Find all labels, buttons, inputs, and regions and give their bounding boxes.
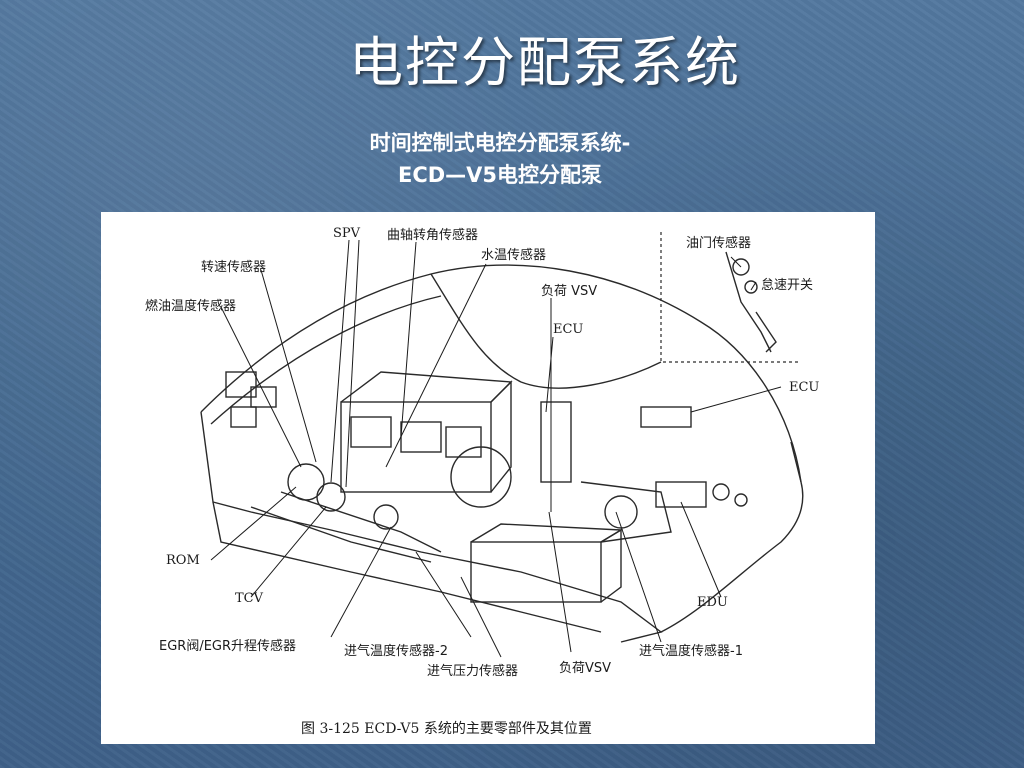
label-rom: ROM	[166, 553, 200, 568]
label-idle-switch: 怠速开关	[761, 278, 814, 293]
label-throttle-sensor: 油门传感器	[686, 236, 752, 251]
label-fuel-temp-sensor: 燃油温度传感器	[145, 299, 237, 314]
dashed-rule-lower	[713, 734, 873, 736]
label-ecu-right: ECU	[789, 380, 820, 395]
label-spv: SPV	[333, 226, 361, 241]
label-ecu-top: ECU	[553, 322, 584, 337]
engine-line-drawing	[200, 232, 804, 658]
label-intake-pressure-sensor: 进气压力传感器	[427, 664, 519, 679]
label-edu: EDU	[697, 595, 728, 610]
label-speed-sensor: 转速传感器	[201, 260, 267, 275]
label-load-vsv-bottom: 负荷VSV	[559, 661, 612, 676]
label-intake-temp-sensor-2: 进气温度传感器-2	[344, 644, 448, 659]
label-tcv: TCV	[235, 591, 264, 606]
subtitle-line-1: 时间控制式电控分配泵系统-	[369, 131, 631, 155]
label-intake-temp-sensor-1: 进气温度传感器-1	[639, 644, 743, 659]
slide-title: 电控分配泵系统	[349, 31, 741, 94]
inset-dashed-frame	[660, 232, 801, 363]
dashed-rule-upper	[703, 690, 873, 692]
label-water-temp-sensor: 水温传感器	[481, 248, 547, 263]
label-load-vsv-top: 负荷 VSV	[541, 284, 598, 299]
engine-component-diagram: SPV 曲轴转角传感器 转速传感器 水温传感器 燃油温度传感器 负荷 VSV E…	[101, 212, 875, 744]
label-egr-valve: EGR阀/EGR升程传感器	[159, 639, 297, 654]
subtitle-line-2: ECD—V5电控分配泵	[397, 163, 603, 187]
label-crank-angle-sensor: 曲轴转角传感器	[387, 228, 479, 243]
figure-caption: 图 3-125 ECD-V5 系统的主要零部件及其位置	[301, 721, 592, 737]
